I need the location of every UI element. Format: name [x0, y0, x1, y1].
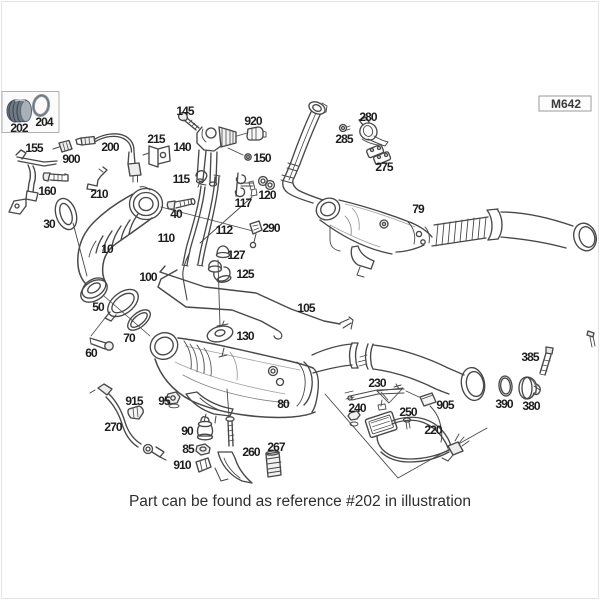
svg-text:250: 250 [399, 405, 418, 419]
svg-text:70: 70 [123, 331, 136, 345]
svg-text:120: 120 [258, 188, 277, 202]
svg-text:80: 80 [277, 397, 290, 411]
svg-text:110: 110 [158, 231, 176, 245]
svg-text:240: 240 [348, 401, 367, 415]
svg-text:95: 95 [158, 394, 171, 408]
svg-text:100: 100 [139, 270, 158, 284]
svg-text:90: 90 [181, 424, 194, 438]
svg-text:215: 215 [147, 132, 166, 146]
svg-text:290: 290 [262, 221, 281, 235]
svg-text:210: 210 [90, 187, 109, 201]
svg-text:M642: M642 [551, 97, 581, 111]
svg-text:267: 267 [267, 440, 286, 454]
svg-text:280: 280 [359, 110, 378, 124]
svg-text:150: 150 [253, 151, 272, 165]
svg-text:275: 275 [375, 160, 394, 174]
svg-text:270: 270 [104, 420, 123, 434]
svg-text:105: 105 [297, 301, 316, 315]
svg-text:230: 230 [368, 376, 387, 390]
svg-text:160: 160 [38, 184, 57, 198]
svg-text:115: 115 [173, 172, 191, 186]
svg-text:130: 130 [236, 329, 255, 343]
svg-text:10: 10 [101, 242, 114, 256]
svg-text:390: 390 [495, 397, 514, 411]
svg-text:900: 900 [62, 152, 81, 166]
svg-text:200: 200 [101, 140, 120, 154]
svg-text:910: 910 [173, 458, 192, 472]
svg-text:127: 127 [227, 248, 246, 262]
svg-text:60: 60 [85, 346, 98, 360]
svg-text:117: 117 [235, 196, 253, 210]
svg-text:385: 385 [521, 350, 540, 364]
svg-text:920: 920 [244, 114, 263, 128]
svg-text:915: 915 [125, 394, 144, 408]
svg-text:40: 40 [170, 207, 183, 221]
svg-text:79: 79 [412, 202, 425, 216]
svg-text:155: 155 [25, 141, 44, 155]
svg-text:905: 905 [436, 398, 455, 412]
svg-text:30: 30 [43, 217, 56, 231]
svg-text:202: 202 [10, 121, 29, 135]
svg-text:112: 112 [216, 223, 234, 237]
svg-text:50: 50 [92, 300, 105, 314]
svg-text:85: 85 [182, 442, 195, 456]
svg-text:125: 125 [236, 267, 255, 281]
svg-text:220: 220 [424, 423, 443, 437]
svg-text:204: 204 [35, 115, 54, 129]
svg-text:260: 260 [242, 445, 261, 459]
svg-text:140: 140 [173, 140, 192, 154]
svg-text:145: 145 [176, 104, 195, 118]
svg-text:285: 285 [335, 132, 354, 146]
svg-text:Part can be found as reference: Part can be found as reference #202 in i… [129, 493, 471, 510]
svg-text:380: 380 [522, 399, 541, 413]
